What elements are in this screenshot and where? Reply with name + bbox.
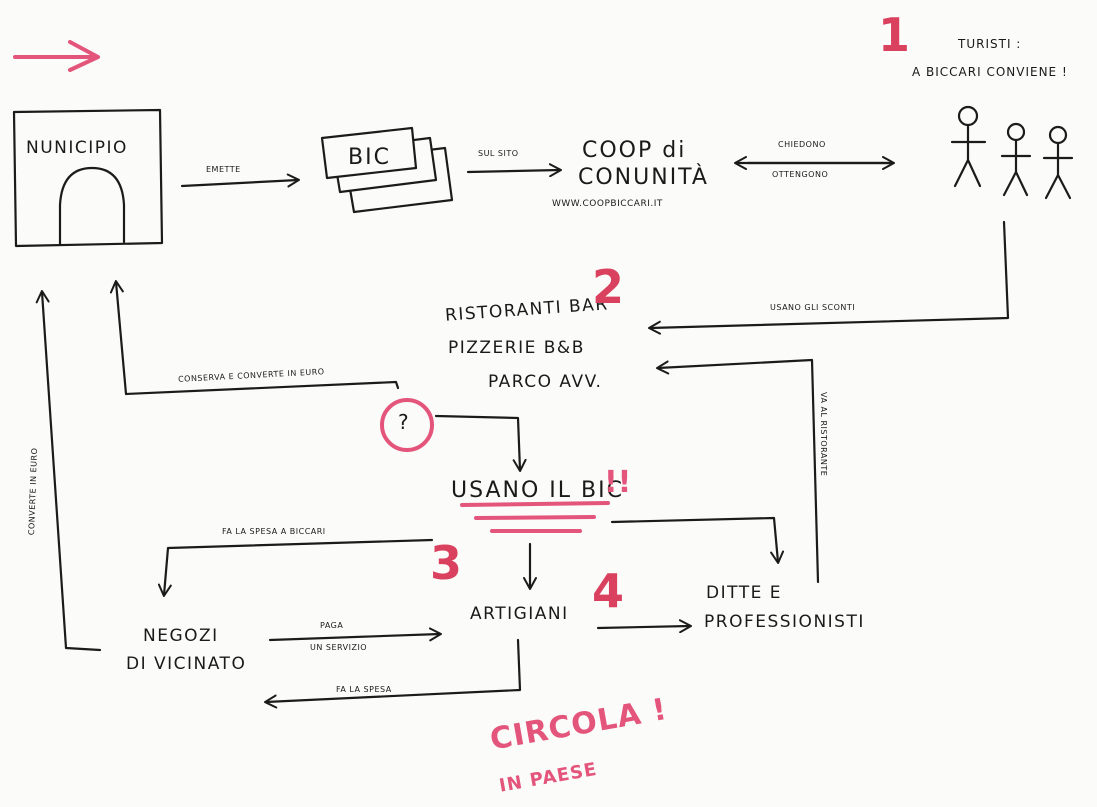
edge-usano-sconti: USANO GLI SCONTI	[770, 303, 856, 312]
arrow-emette	[180, 173, 300, 188]
municipio-building-icon	[12, 108, 164, 248]
question-circle	[380, 398, 434, 452]
edge-chiedono: CHIEDONO	[778, 140, 826, 149]
usano-bic-label: USANO IL BIC	[451, 478, 624, 503]
edge-va-ristorante: VA AL RISTORANTE	[819, 392, 828, 477]
arrow-conserva	[109, 280, 400, 396]
arrow-paga	[268, 627, 442, 642]
edge-paga-2: UN SERVIZIO	[310, 643, 368, 652]
arrow-usano-sconti	[648, 220, 1010, 335]
coop-label-1: COOP di	[582, 138, 687, 163]
ditte-label-1: DITTE E	[706, 583, 782, 603]
pink-arrow-icon	[13, 40, 100, 72]
arrow-fa-spesa	[264, 638, 522, 709]
bic-cards-icon	[320, 126, 454, 214]
ditte-label-2: PROFESSIONISTI	[704, 612, 865, 632]
edge-emette: EMETTE	[206, 165, 241, 174]
step-number-2: 2	[592, 260, 625, 314]
arrow-fa-spesa-biccari	[157, 538, 434, 597]
arrow-to-ditte	[610, 516, 785, 564]
coop-label-2: CONUNITÀ	[578, 165, 709, 190]
artigiani-label: ARTIGIANI	[470, 604, 569, 624]
step-number-3: 3	[430, 536, 463, 590]
ristoranti-label-2: PIZZERIE B&B	[448, 338, 585, 358]
negozi-label-2: DI VICINATO	[126, 654, 247, 674]
arrow-sul-sito	[466, 163, 562, 178]
edge-paga-1: PAGA	[320, 621, 344, 630]
step-number-1: 1	[878, 8, 911, 62]
negozi-label-1: NEGOZI	[143, 626, 219, 646]
arrow-converte	[35, 290, 102, 652]
edge-fa-spesa: FA LA SPESA	[336, 685, 392, 694]
step-number-4: 4	[592, 564, 625, 618]
bic-label: BIC	[348, 145, 391, 170]
tourists-figures-icon	[950, 105, 1074, 200]
arrow-artigiani-ditte	[596, 619, 692, 634]
edge-ottengono: OTTENGONO	[772, 170, 829, 179]
usano-underline	[460, 501, 610, 533]
edge-sul-sito: SUL SITO	[478, 149, 519, 158]
usano-bic-exclaim: !!	[604, 465, 632, 500]
coop-site: WWW.COOPBICCARI.IT	[552, 199, 663, 209]
turisti-label-2: A BICCARI CONVIENE !	[912, 65, 1068, 79]
edge-fa-spesa-biccari: FA LA SPESA A BICCARI	[222, 527, 326, 536]
turisti-label-1: TURISTI :	[958, 37, 1022, 51]
arrow-to-usano	[434, 414, 527, 472]
ristoranti-label-3: PARCO AVV.	[488, 372, 603, 392]
arrow-va-ristorante	[656, 358, 820, 584]
question-mark: ?	[398, 410, 411, 434]
municipio-label: NUNICIPIO	[26, 138, 128, 158]
